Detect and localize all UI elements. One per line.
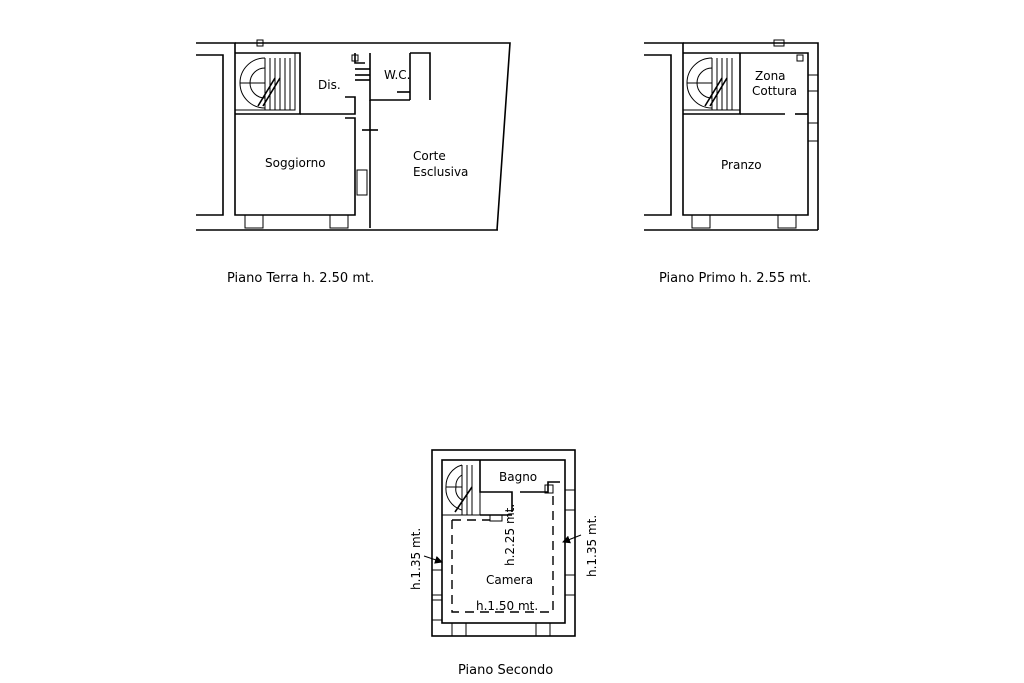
first-floor-caption: Piano Primo h. 2.55 mt. bbox=[659, 271, 811, 286]
height-label-center: h.2.25 mt. bbox=[503, 504, 517, 566]
room-label-soggiorno: Soggiorno bbox=[265, 156, 326, 170]
ground-floor-caption: Piano Terra h. 2.50 mt. bbox=[227, 271, 374, 286]
ground-floor-plan: Dis. W.C. Soggiorno Corte Esclusiva Pian… bbox=[196, 39, 511, 286]
room-label-zona: Zona bbox=[755, 69, 786, 83]
height-label-right: h.1.35 mt. bbox=[585, 515, 599, 577]
first-floor-plan: Zona Cottura Pranzo Piano Primo h. 2.55 … bbox=[644, 39, 819, 286]
room-label-corte: Corte bbox=[413, 149, 446, 163]
stair-symbol bbox=[441, 459, 481, 516]
stair-symbol bbox=[682, 52, 741, 111]
room-label-esclusiva: Esclusiva bbox=[413, 165, 468, 179]
room-label-bagno: Bagno bbox=[499, 470, 537, 484]
second-floor-plan: Bagno Camera h.1.35 mt. h.1.35 mt. h.2.2… bbox=[409, 449, 599, 678]
second-floor-caption: Piano Secondo bbox=[458, 663, 553, 678]
room-label-wc: W.C. bbox=[384, 68, 411, 82]
room-label-cottura: Cottura bbox=[752, 84, 797, 98]
room-label-dis: Dis. bbox=[318, 78, 341, 92]
height-label-bottom: h.1.50 mt. bbox=[476, 599, 538, 613]
stair-symbol bbox=[234, 52, 296, 111]
room-label-pranzo: Pranzo bbox=[721, 158, 762, 172]
height-label-left: h.1.35 mt. bbox=[409, 528, 423, 590]
room-label-camera: Camera bbox=[486, 573, 533, 587]
